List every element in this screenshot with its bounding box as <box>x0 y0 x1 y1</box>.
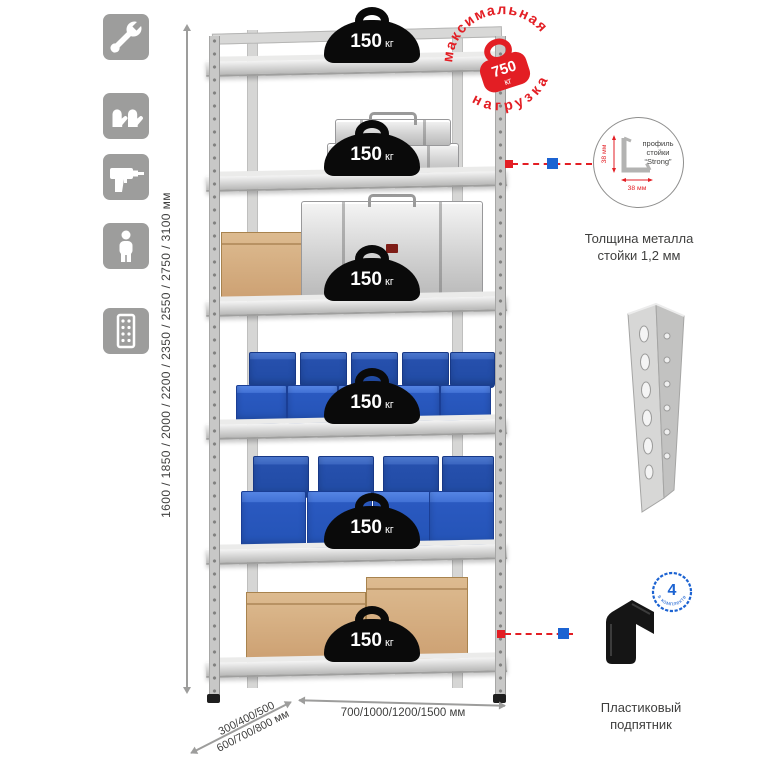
plastic-foot-image <box>606 600 654 664</box>
profile-caption-line1: Толщина металла <box>584 231 694 246</box>
profile-caption: Толщина металла стойки 1,2 мм <box>564 231 714 265</box>
height-dimension-line <box>186 28 188 688</box>
foot-caption-line1: Пластиковый <box>600 700 682 715</box>
height-dimension-label: 1600 / 1850 / 2000 / 2200 / 2350 / 2550 … <box>159 192 173 518</box>
max-load-stamp-graphic: максимальная нагрузка 750 кг <box>428 0 560 126</box>
storage-bin <box>249 352 296 388</box>
case-handle <box>368 194 416 207</box>
case-stripe <box>439 202 442 298</box>
person-glyph <box>119 230 133 262</box>
shelf-load-unit: кг <box>384 636 394 649</box>
badge-number: 4 <box>668 582 677 599</box>
profile-label-line1: профиль <box>642 139 673 148</box>
depth-arrow-left <box>188 746 199 757</box>
shelf-load-value: 150 <box>350 268 382 290</box>
case-stripe <box>342 202 345 298</box>
case-latch <box>386 244 398 253</box>
profile-dim-vertical: 38 мм <box>601 144 608 163</box>
perforated-post-icon <box>103 308 149 354</box>
profile-caption-line2: стойки 1,2 мм <box>597 247 681 263</box>
profile-dim-lines <box>613 138 650 181</box>
shelf-load-value: 150 <box>350 629 382 651</box>
case-handle <box>369 112 417 125</box>
person-icon <box>103 223 149 269</box>
post-detail-holes <box>663 332 671 460</box>
storage-bin <box>402 352 449 388</box>
profile-section-drawing: 38 мм 38 мм профиль стойки “Strong” <box>601 135 674 192</box>
shelf-load-unit: кг <box>384 523 394 536</box>
connector-blue-marker-bottom <box>558 628 569 639</box>
profile-label-line3: “Strong” <box>644 157 672 166</box>
height-arrow-down <box>183 687 191 694</box>
quantity-badge-graphic: 4 в комплекте <box>651 571 693 613</box>
foot-caption-line2: подпятник <box>610 716 672 732</box>
rack-front-post-right <box>495 36 506 696</box>
connector-red-marker-top <box>505 160 513 168</box>
shelf-load-value: 150 <box>350 391 382 413</box>
connector-line-bottom <box>505 633 573 635</box>
max-load-stamp: максимальная нагрузка 750 кг <box>420 0 586 149</box>
width-dimension-label: 700/1000/1200/1500 мм <box>340 707 466 719</box>
shelf-load-unit: кг <box>384 150 394 163</box>
drill-glyph <box>110 168 144 192</box>
width-dimension-line <box>297 695 507 710</box>
shelf-load-unit: кг <box>384 37 394 50</box>
storage-bin <box>241 491 306 548</box>
work-gloves-icon <box>103 93 149 139</box>
connector-red-marker-bottom <box>497 630 505 638</box>
shelf-load-unit: кг <box>384 398 394 411</box>
shelf-load-unit: кг <box>384 275 394 288</box>
shelf-load-value: 150 <box>350 143 382 165</box>
foot-caption: Пластиковый подпятник <box>566 700 716 734</box>
storage-bin <box>429 491 494 548</box>
connector-blue-marker-top <box>547 158 558 169</box>
post-detail-image <box>627 302 685 513</box>
case-stripe <box>423 120 426 145</box>
gloves-glyph <box>112 109 143 127</box>
cardboard-box <box>221 232 302 299</box>
wrench-icon <box>103 14 149 60</box>
rack-front-post-left <box>209 36 220 696</box>
profile-callout: 38 мм 38 мм профиль стойки “Strong” <box>593 117 684 208</box>
drill-icon <box>103 154 149 200</box>
height-arrow-up <box>183 24 191 31</box>
shelf-load-value: 150 <box>350 516 382 538</box>
stamp-value: 750 <box>490 57 519 81</box>
case-stripe <box>427 144 430 174</box>
width-arrow-left <box>297 695 306 704</box>
storage-bin <box>450 352 495 388</box>
post-detail-slots <box>639 325 654 480</box>
post-glyph <box>116 313 136 349</box>
profile-dim-arrows <box>612 135 653 182</box>
stamp-unit: кг <box>503 75 514 87</box>
stamp-weight-icon: 750 кг <box>479 38 531 93</box>
post-foot <box>207 694 220 703</box>
shelf-load-value: 150 <box>350 30 382 52</box>
profile-label-line2: стойки <box>647 148 670 157</box>
wrench-glyph <box>110 21 142 53</box>
post-glyph-holes <box>121 319 131 343</box>
profile-dim-horizontal: 38 мм <box>628 185 647 192</box>
post-foot <box>493 694 506 703</box>
quantity-badge: 4 в комплекте <box>650 570 694 614</box>
